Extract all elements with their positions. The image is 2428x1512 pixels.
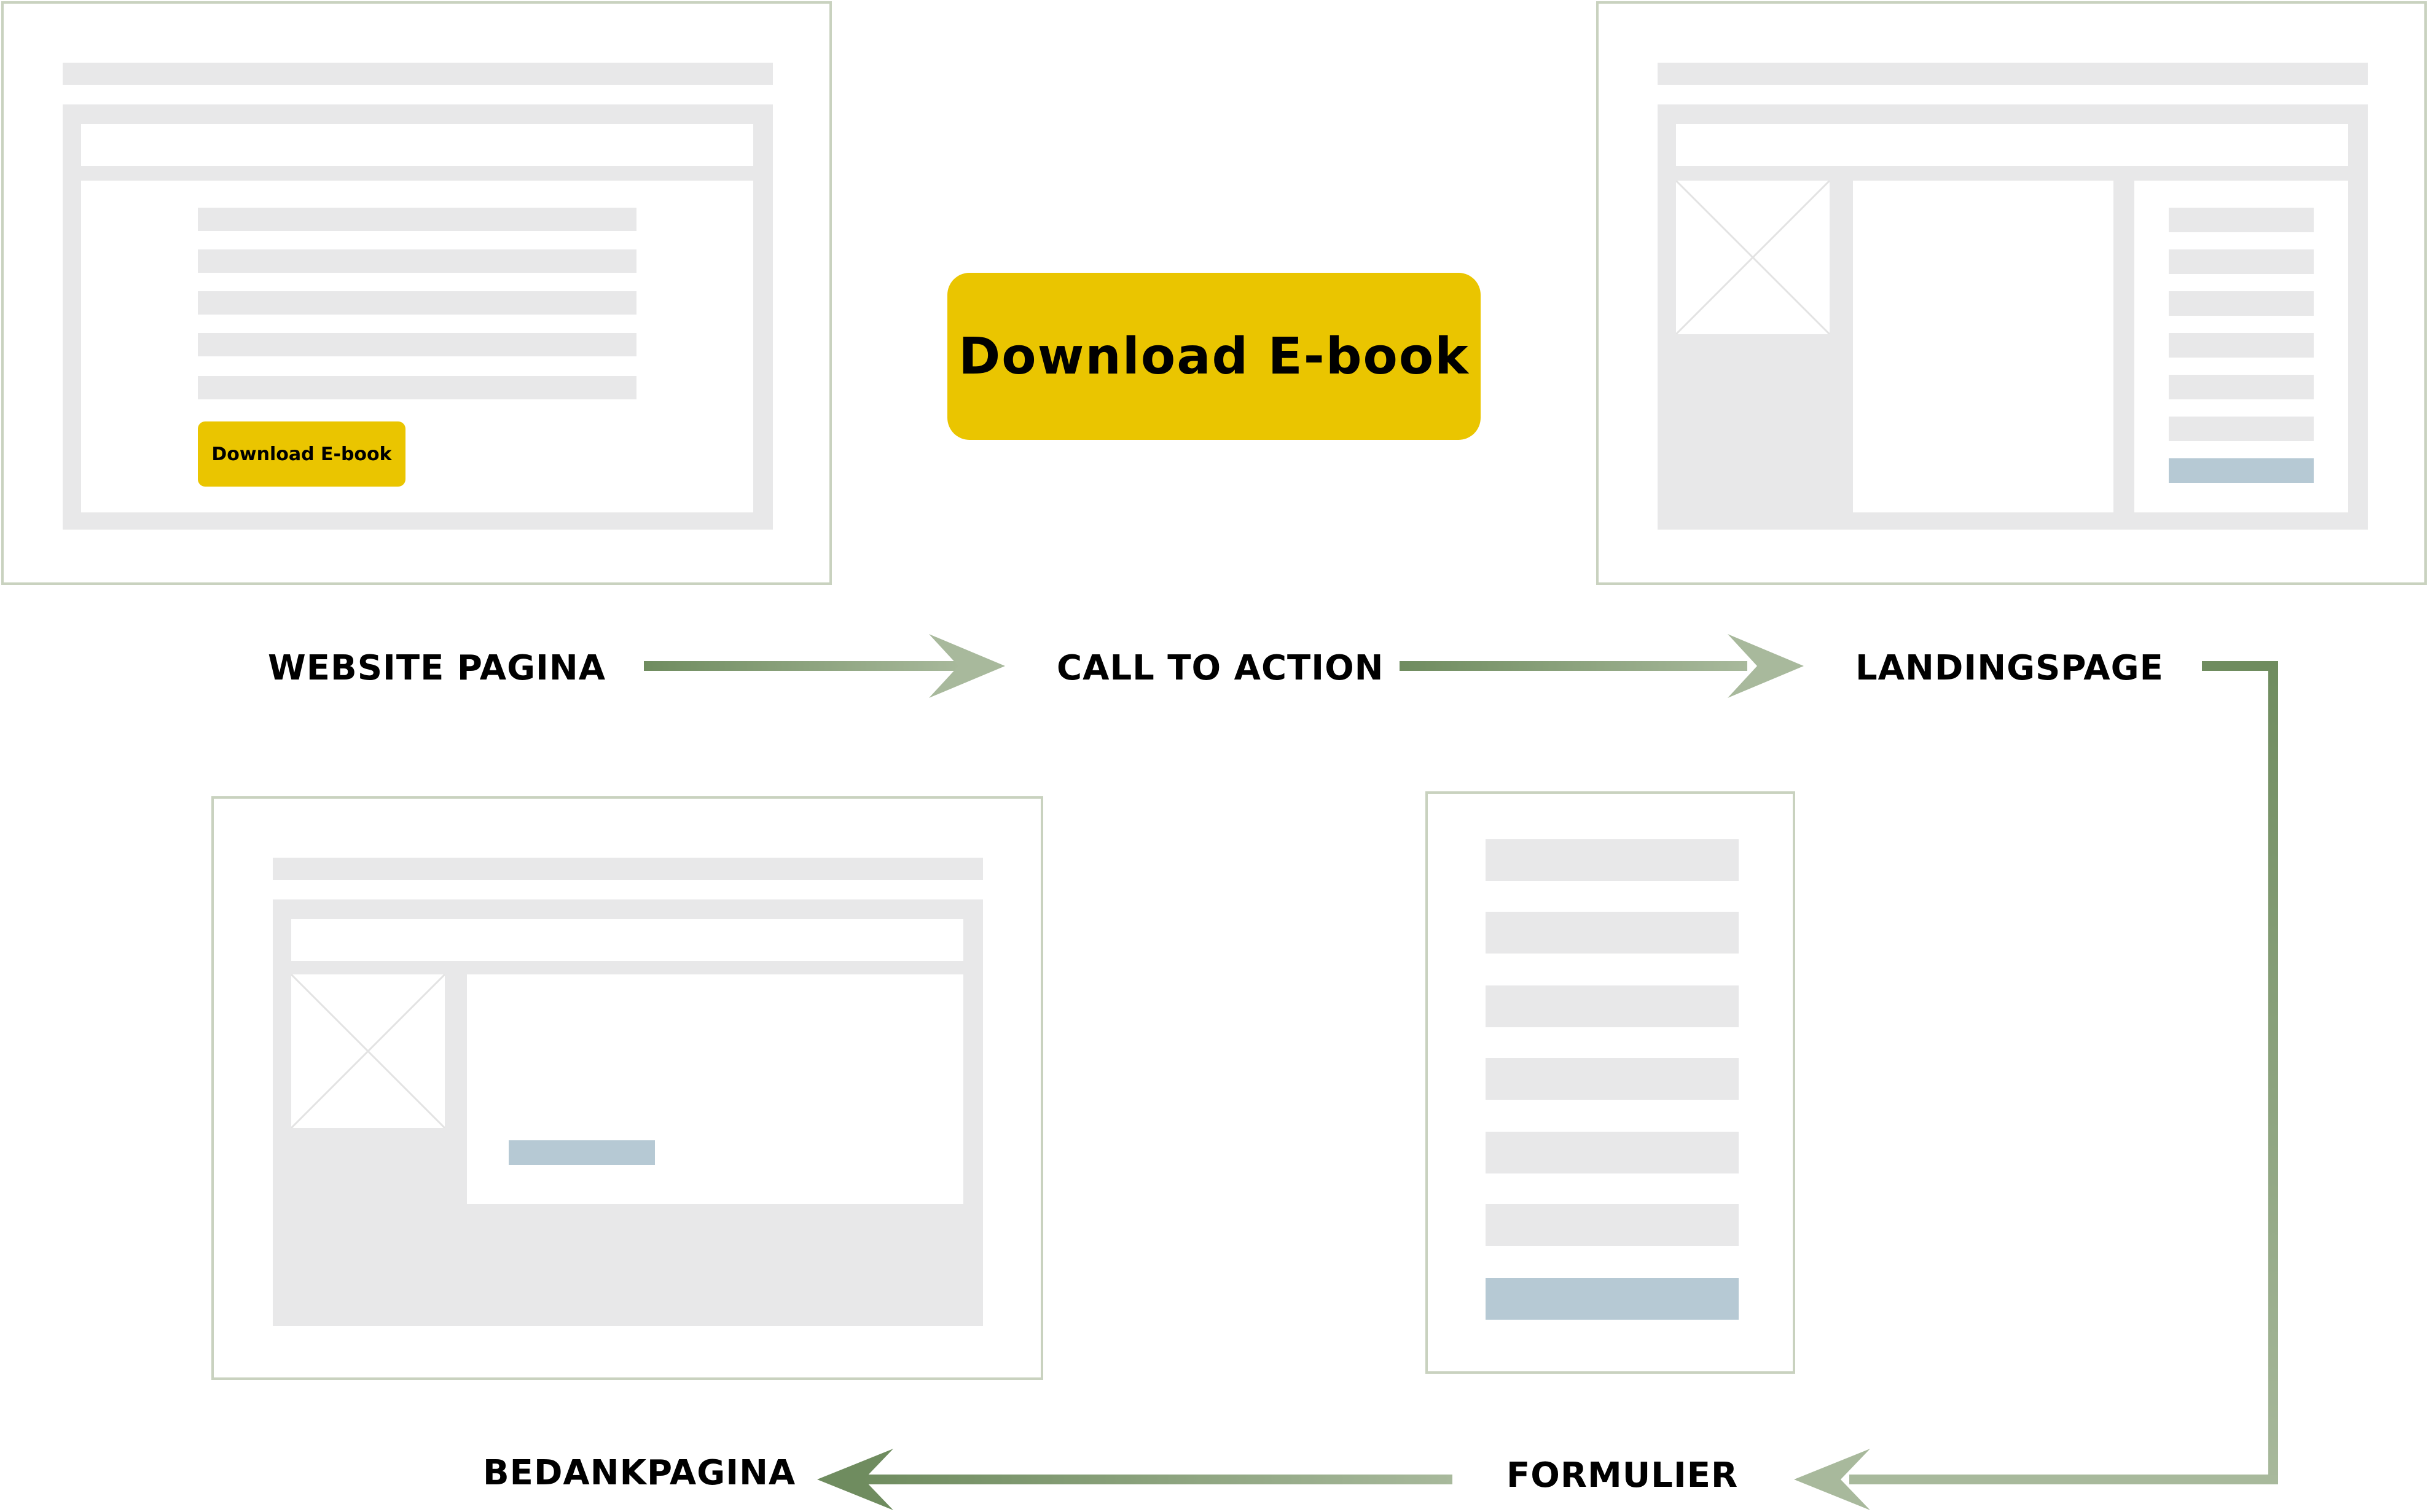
form-field [1486,1204,1739,1246]
landing-page-wireframe [1596,1,2427,585]
website-page-body: Download E-book [63,104,773,530]
form-submit-button-placeholder [1486,1278,1739,1320]
arrow-website-to-cta [644,634,1005,698]
thank-you-page-nav-bar [291,919,963,961]
landing-page-body [1658,104,2368,530]
thank-you-page-top-bar [273,858,983,880]
form-field [1486,985,1739,1027]
label-call-to-action: CALL TO ACTION [1057,648,1384,688]
form-field [2169,249,2314,274]
label-landingspage: LANDINGSPAGE [1855,648,2164,688]
text-line [198,291,636,315]
label-formulier: FORMULIER [1506,1455,1739,1495]
form-field [2169,208,2314,232]
landing-page-main-column [1853,181,2113,512]
text-line [198,333,636,356]
website-page-content: Download E-book [81,181,753,512]
text-line [198,249,636,273]
form-field [1486,839,1739,881]
form-field [2169,417,2314,441]
form-field [1486,912,1739,954]
form-field [2169,375,2314,399]
form-wireframe [1425,791,1795,1374]
thank-you-page-wireframe [211,796,1043,1380]
thank-you-page-content [467,974,963,1204]
website-page-wireframe: Download E-book [1,1,832,585]
download-ebook-small-button: Download E-book [198,421,405,487]
arrow-landing-to-form [1794,661,2278,1510]
text-line [198,208,636,231]
landing-page-form-column [2134,181,2348,512]
image-placeholder-icon [1675,179,1831,335]
website-page-nav-bar [81,124,753,166]
label-website-pagina: WEBSITE PAGINA [268,648,606,688]
landing-page-top-bar [1658,63,2368,85]
form-field [1486,1058,1739,1100]
thank-you-page-body [273,899,983,1326]
download-ebook-cta-button: Download E-book [947,273,1481,440]
website-page-top-bar [63,63,773,85]
form-submit-bar [2169,458,2314,483]
arrow-form-to-thankyou [817,1449,1452,1510]
image-placeholder-icon [290,973,446,1129]
label-bedankpagina: BEDANKPAGINA [483,1453,796,1493]
form-field [1486,1132,1739,1173]
text-line [198,376,636,399]
thank-you-download-bar [509,1140,655,1165]
arrow-cta-to-landing [1400,634,1804,698]
landing-page-nav-bar [1676,124,2348,166]
form-field [2169,291,2314,316]
form-field [2169,333,2314,358]
